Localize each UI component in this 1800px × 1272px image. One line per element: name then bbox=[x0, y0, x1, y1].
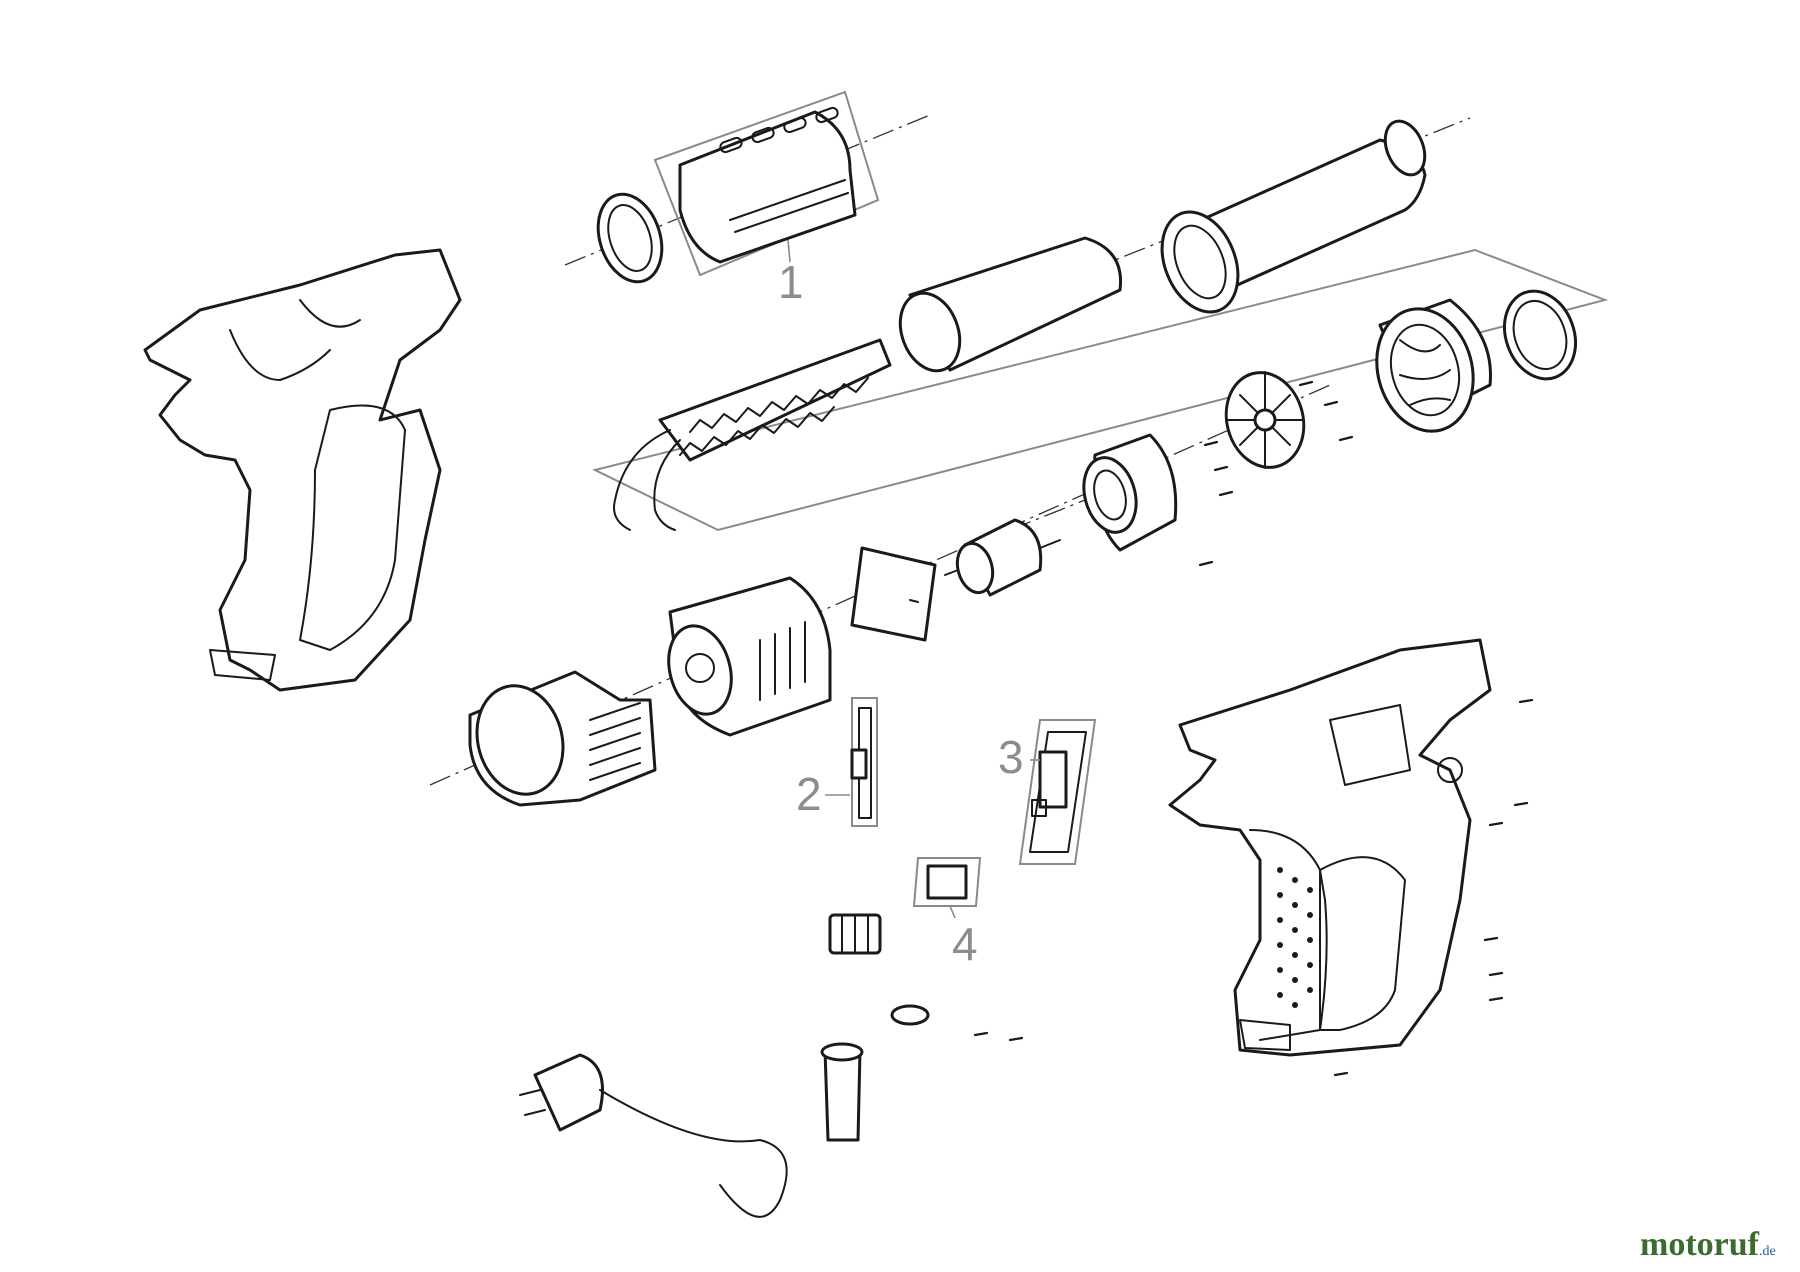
left-housing-half bbox=[143, 248, 462, 692]
mica-tube bbox=[898, 236, 1123, 373]
heating-assembly-frame bbox=[592, 248, 1609, 532]
watermark-brand: motoruf bbox=[1640, 1226, 1760, 1263]
callout-label-1: 1 bbox=[778, 256, 804, 308]
fan-ring bbox=[1503, 289, 1577, 381]
fan-impeller bbox=[1224, 371, 1306, 469]
insulation-plate bbox=[850, 546, 937, 642]
motor bbox=[944, 518, 1061, 597]
callout-label-4: 4 bbox=[952, 918, 978, 970]
watermark-suffix: .de bbox=[1759, 1244, 1776, 1259]
callout-3-group bbox=[1018, 719, 1097, 865]
back-cover bbox=[468, 670, 657, 807]
fan-housing bbox=[1375, 298, 1492, 433]
right-housing-half bbox=[1168, 638, 1492, 1057]
rear-housing bbox=[667, 576, 832, 737]
callout-label-2: 2 bbox=[796, 768, 822, 820]
callout-2-group bbox=[825, 697, 878, 827]
cable-clamp bbox=[890, 1004, 930, 1026]
nozzle-ring bbox=[596, 192, 664, 284]
grip-texture bbox=[1277, 867, 1313, 1008]
watermark-logo: motoruf.de bbox=[1640, 1226, 1776, 1263]
power-cord bbox=[519, 1042, 864, 1218]
nozzle-shroud bbox=[678, 106, 857, 264]
heating-element bbox=[613, 338, 892, 531]
nozzle-tube bbox=[1160, 119, 1427, 314]
screws bbox=[973, 380, 1534, 1077]
motor-bracket bbox=[1082, 433, 1178, 552]
terminal-block bbox=[828, 913, 882, 955]
callout-4-group bbox=[912, 857, 982, 919]
callout-label-3: 3 bbox=[998, 731, 1024, 783]
callout-1-group bbox=[653, 90, 880, 277]
